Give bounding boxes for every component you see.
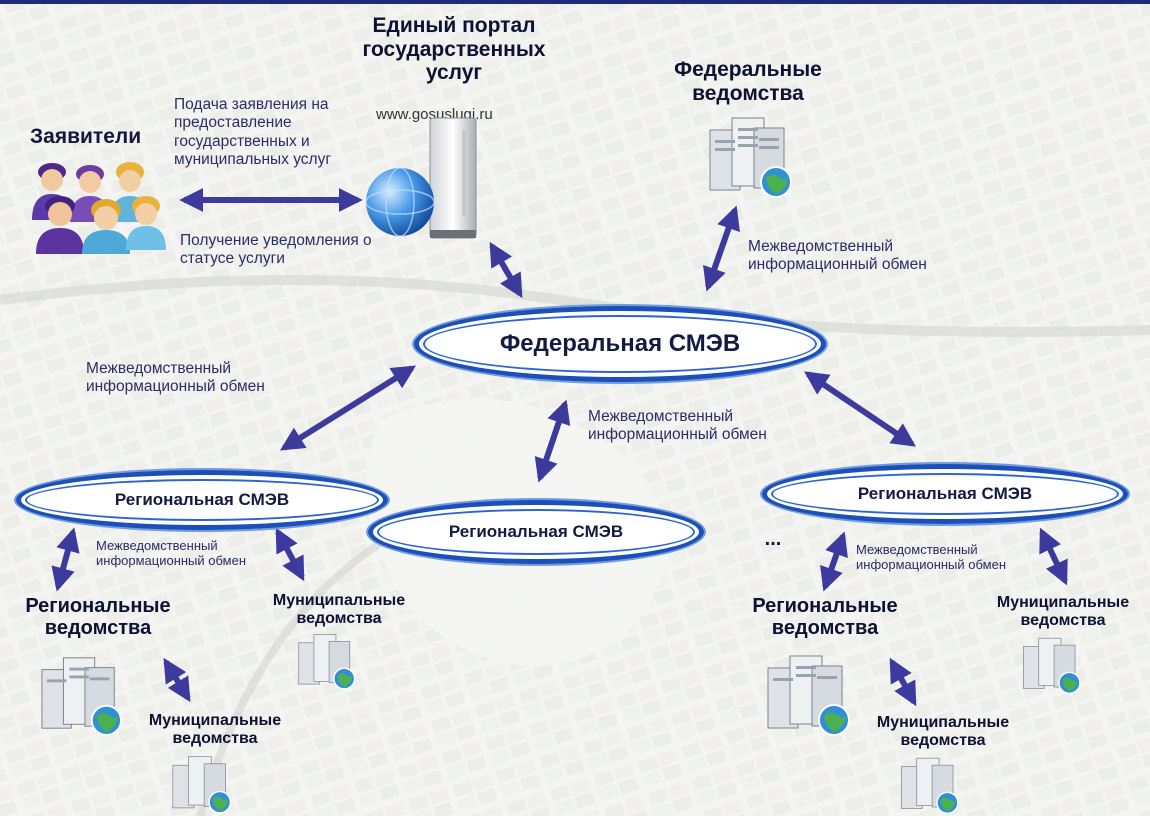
arrow-smev-regional-left: [279, 365, 417, 451]
regional-smev-right-label: Региональная СМЭВ: [857, 484, 1033, 503]
arrow-left-regional-municipal: [163, 657, 191, 703]
arrow-left-municipal: [275, 527, 305, 582]
regional-smev-right-node: Региональная СМЭВ: [762, 464, 1128, 524]
federal-servers-icon: [709, 117, 792, 198]
right-regional-servers-icon: [767, 655, 850, 736]
people-group-icon: [32, 162, 166, 254]
right-regional-agencies-label: Региональные ведомства: [752, 595, 898, 640]
arrow-portal-federal-smev: [489, 241, 523, 299]
ellipsis-more: ...: [764, 528, 782, 550]
left-lower-municipal-servers-icon: [172, 756, 232, 814]
left-municipal-label: Муниципальные ведомства: [272, 592, 406, 627]
right-lower-municipal-label: Муниципальные ведомства: [876, 714, 1010, 749]
regional-smev-center-label: Региональная СМЭВ: [448, 522, 624, 541]
federal-agencies-label: Федеральные ведомства: [674, 58, 822, 105]
regional-smev-left-node: Региональная СМЭВ: [16, 470, 388, 530]
receive-note: Получение уведомления о статусе услуги: [180, 232, 372, 268]
portal-server-globe-icon: [365, 117, 477, 239]
arrow-right-regional-municipal: [889, 657, 917, 707]
portal-title: Единый портал государственных услуг: [362, 14, 546, 85]
left-regional-servers-icon: [41, 657, 123, 736]
arrow-smev-regional-center: [534, 399, 571, 483]
arrow-smev-regional-right: [804, 371, 916, 447]
regional-smev-center-node: Региональная СМЭВ: [368, 500, 704, 564]
arrow-right-municipal: [1039, 527, 1068, 586]
right-municipal-servers-icon: [1023, 637, 1081, 694]
federal-smev-node: Федеральная СМЭВ: [414, 306, 826, 382]
exchange-note-left-cluster: Межведомственный информационный обмен: [96, 538, 247, 569]
exchange-note-left: Межведомственный информационный обмен: [86, 360, 265, 396]
exchange-note-center: Межведомственный информационный обмен: [588, 408, 767, 444]
arrow-federal-agencies-smev: [703, 205, 740, 292]
exchange-note-right-cluster: Межведомственный информационный обмен: [856, 542, 1007, 573]
applicants-label: Заявители: [30, 125, 142, 148]
right-lower-municipal-servers-icon: [901, 757, 959, 814]
arrow-left-regional-agencies: [51, 527, 80, 592]
left-municipal-servers-icon: [298, 634, 356, 690]
federal-smev-label: Федеральная СМЭВ: [499, 330, 741, 357]
right-municipal-label: Муниципальные ведомства: [996, 594, 1130, 629]
regional-smev-left-label: Региональная СМЭВ: [114, 490, 290, 509]
submit-note: Подача заявления на предоставление госуд…: [174, 96, 331, 168]
arrow-right-regional-agencies: [820, 531, 848, 592]
exchange-note-federal: Межведомственный информационный обмен: [748, 238, 927, 274]
top-rule: [0, 0, 1150, 4]
left-regional-agencies-label: Региональные ведомства: [25, 595, 171, 640]
left-lower-municipal-label: Муниципальные ведомства: [148, 712, 282, 747]
